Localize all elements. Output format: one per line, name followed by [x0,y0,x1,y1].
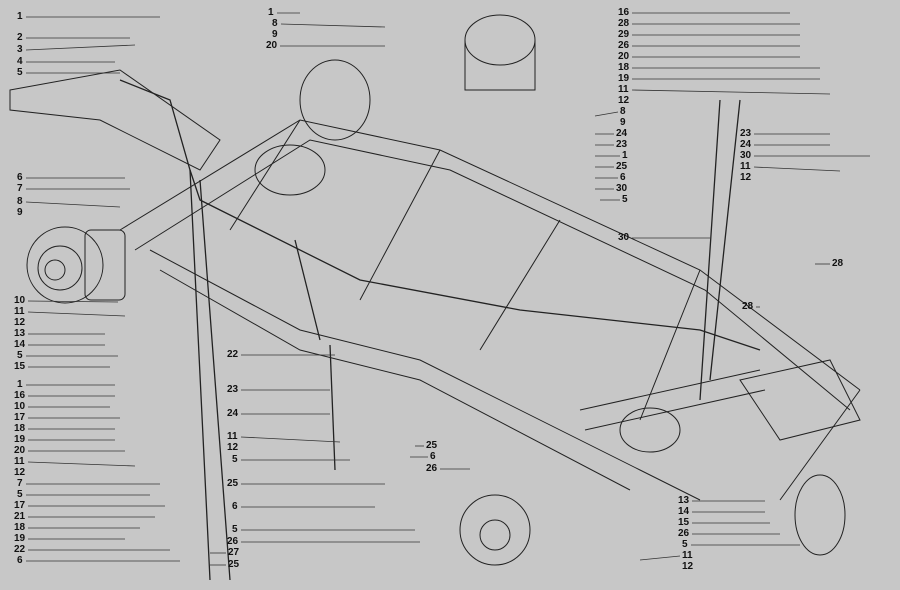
callout-label-9: 9 [620,117,626,128]
callout-label-5: 5 [17,350,23,361]
callout-label-12: 12 [14,467,26,478]
callout-label-6: 6 [232,501,238,512]
callout-label-14: 14 [678,506,690,517]
callout-label-11: 11 [740,161,751,172]
callout-label-11: 11 [682,550,693,561]
callout-label-3: 3 [17,44,23,55]
callout-label-22: 22 [227,349,239,360]
callout-label-6: 6 [430,451,436,462]
callout-label-1: 1 [622,150,628,161]
callout-label-11: 11 [618,84,629,95]
callout-label-9: 9 [272,29,278,40]
callout-label-12: 12 [227,442,239,453]
callout-label-13: 13 [14,328,26,339]
callout-label-23: 23 [740,128,752,139]
callout-label-6: 6 [620,172,626,183]
callout-label-2: 2 [17,32,23,43]
callout-label-5: 5 [232,524,238,535]
callout-label-24: 24 [227,408,239,419]
callout-label-27: 27 [228,547,240,558]
callout-label-10: 10 [14,295,26,306]
callout-label-17: 17 [14,500,26,511]
callout-label-8: 8 [272,18,278,29]
callout-label-18: 18 [14,423,26,434]
callout-label-11: 11 [227,431,238,442]
callout-label-26: 26 [227,536,239,547]
callout-label-5: 5 [232,454,238,465]
callout-label-26: 26 [426,463,438,474]
callout-label-5: 5 [17,489,23,500]
callout-label-6: 6 [17,172,23,183]
callout-label-5: 5 [682,539,688,550]
callout-label-19: 19 [14,533,26,544]
callout-label-26: 26 [618,40,630,51]
callout-label-7: 7 [17,478,23,489]
callout-label-20: 20 [266,40,278,51]
callout-label-20: 20 [618,51,630,62]
callout-label-11: 11 [14,456,25,467]
callout-label-12: 12 [682,561,694,572]
callout-label-28: 28 [742,301,754,312]
front-axle-hub [26,226,126,304]
callout-label-17: 17 [14,412,26,423]
callout-label-30: 30 [616,183,628,194]
callout-label-5: 5 [17,67,23,78]
callout-label-10: 10 [14,401,26,412]
callout-label-13: 13 [678,495,690,506]
callout-label-7: 7 [17,183,23,194]
callout-label-1: 1 [17,11,23,22]
callout-label-4: 4 [17,56,23,67]
callout-label-23: 23 [227,384,239,395]
callout-label-11: 11 [14,306,25,317]
callout-label-6: 6 [17,555,23,566]
callout-label-22: 22 [14,544,26,555]
callout-label-30: 30 [740,150,752,161]
callout-label-1: 1 [17,379,23,390]
brake-lines [119,79,761,581]
callout-label-20: 20 [14,445,26,456]
callout-label-9: 9 [17,207,23,218]
callout-label-1: 1 [268,7,274,18]
callout-label-8: 8 [620,106,626,117]
callout-label-24: 24 [740,139,752,150]
callout-label-24: 24 [616,128,628,139]
callout-label-19: 19 [618,73,630,84]
callout-label-15: 15 [678,517,690,528]
callout-label-14: 14 [14,339,26,350]
callout-label-5: 5 [622,194,628,205]
callout-label-12: 12 [618,95,630,106]
frame-crossmembers [9,69,861,501]
callout-label-12: 12 [740,172,752,183]
callout-label-16: 16 [618,7,630,18]
callout-label-15: 15 [14,361,26,372]
callout-label-30: 30 [618,232,630,243]
callout-label-18: 18 [618,62,630,73]
callout-label-21: 21 [14,511,26,522]
callout-label-29: 29 [618,29,630,40]
rear-axle [459,369,846,566]
callout-label-28: 28 [618,18,630,29]
callout-label-28: 28 [832,258,844,269]
callout-label-18: 18 [14,522,26,533]
callout-label-16: 16 [14,390,26,401]
callout-label-12: 12 [14,317,26,328]
callout-label-26: 26 [678,528,690,539]
callout-label-25: 25 [228,559,240,570]
front-differential [254,14,536,196]
callout-label-25: 25 [616,161,628,172]
callout-label-19: 19 [14,434,26,445]
callout-label-25: 25 [227,478,239,489]
callout-label-23: 23 [616,139,628,150]
callout-label-8: 8 [17,196,23,207]
callout-label-25: 25 [426,440,438,451]
